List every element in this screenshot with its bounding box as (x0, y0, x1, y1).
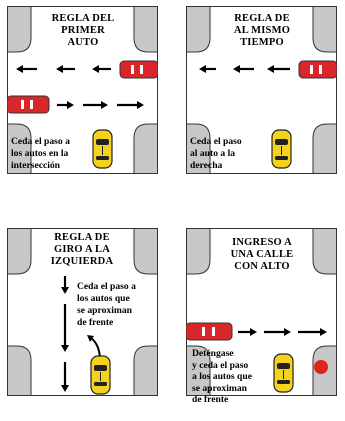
arrow-right-icon (57, 101, 74, 109)
arrow-down-icon (61, 304, 69, 352)
yellow-car-icon (273, 353, 294, 393)
curb-top-right (133, 228, 158, 275)
panel-border (186, 6, 337, 174)
red-car-icon (7, 95, 50, 114)
panel-border (186, 228, 337, 396)
panel-instruction: Ceda el paso a los autos que se aproxima… (77, 281, 136, 328)
panel-calle-alto: INGRESO A UNA CALLE CON ALTO Deténgase y… (186, 228, 337, 405)
curb-bottom-right (133, 345, 158, 396)
arrow-down-icon (61, 362, 69, 392)
arrow-left-icon (16, 65, 37, 73)
intersection-diagram (7, 228, 158, 396)
curb-top-right (312, 228, 337, 275)
panel-giro-izquierda: REGLA DE GIRO A LA IZQUIERDA Ceda el pas… (7, 228, 158, 396)
arrow-left-icon (233, 65, 254, 73)
curb-top-right (133, 6, 158, 53)
arrow-left-icon (92, 65, 111, 73)
panel-border (7, 228, 158, 396)
curb-top-left (7, 6, 32, 53)
curb-top-left (7, 228, 32, 275)
curb-bottom-right (312, 123, 337, 174)
red-car-icon (298, 60, 337, 79)
yellow-car-icon (92, 129, 113, 169)
red-car-icon (186, 322, 233, 341)
intersection-diagram (7, 6, 158, 174)
curb-top-left (186, 228, 211, 275)
intersection-diagram (186, 228, 337, 396)
curb-bottom-left (186, 123, 211, 174)
curb-bottom-left (7, 123, 32, 174)
yellow-car-icon (90, 355, 111, 395)
arrow-right-icon (83, 101, 108, 109)
intersection-diagram (186, 6, 337, 174)
arrow-right-icon (264, 328, 291, 336)
arrow-right-icon (238, 328, 257, 336)
panel-title: REGLA DE GIRO A LA IZQUIERDA (50, 232, 114, 267)
arrow-down-icon (61, 276, 69, 294)
panel-title: INGRESO A UNA CALLE CON ALTO (230, 237, 294, 272)
panel-instruction: Deténgase y ceda el paso a los autos que… (192, 348, 252, 405)
panel-border (7, 6, 158, 174)
panel-title: REGLA DE AL MISMO TIEMPO (233, 13, 291, 48)
panel-primer-auto: REGLA DEL PRIMER AUTO Ceda el paso a los… (7, 6, 158, 174)
panel-instruction: Ceda el paso al auto a la derecha (190, 136, 242, 171)
curb-top-right (312, 6, 337, 53)
panel-instruction: Ceda el paso a los autos en la intersecc… (11, 136, 70, 171)
curb-bottom-right (133, 123, 158, 174)
panel-title: REGLA DEL PRIMER AUTO (51, 13, 115, 48)
arrow-left-icon (267, 65, 290, 73)
arrow-left-icon (199, 65, 216, 73)
stop-sign-icon (314, 360, 328, 374)
curb-top-left (186, 6, 211, 53)
arrow-right-icon (298, 328, 327, 336)
arrow-right-icon (117, 101, 144, 109)
yellow-car-icon (271, 129, 292, 169)
arrow-left-icon (56, 65, 75, 73)
red-car-icon (119, 60, 158, 79)
curb-bottom-left (7, 345, 32, 396)
panel-mismo-tiempo: REGLA DE AL MISMO TIEMPO Ceda el paso al… (186, 6, 337, 174)
curb-bottom-left (186, 345, 211, 396)
